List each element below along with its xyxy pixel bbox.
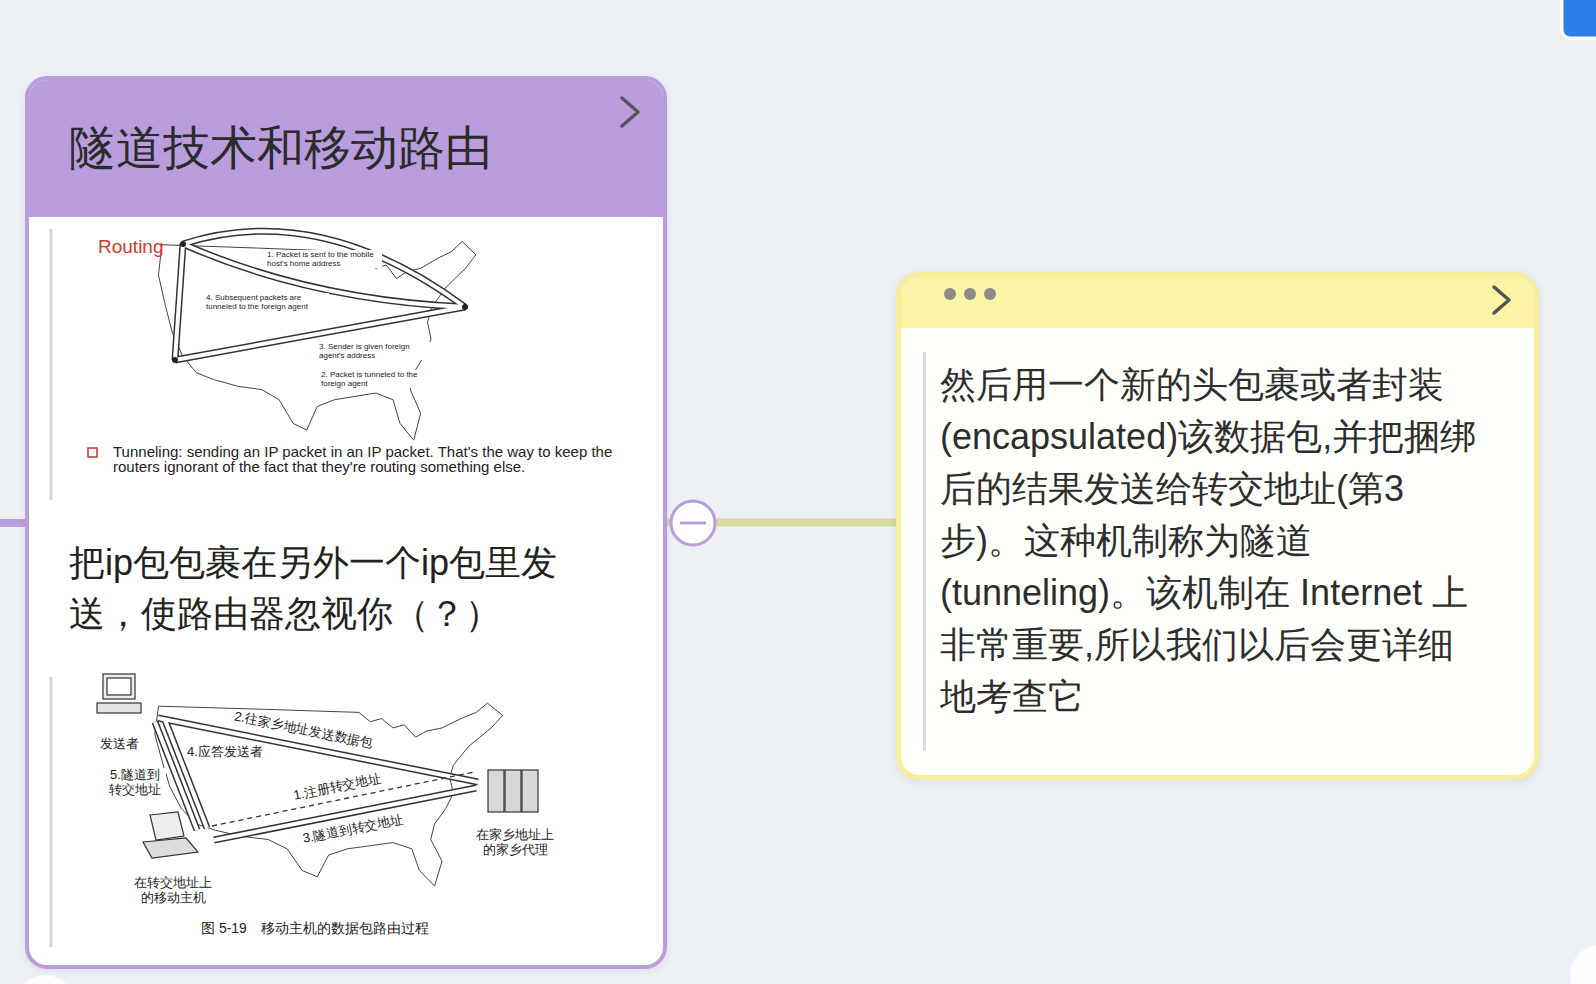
quote-bar	[50, 229, 53, 500]
card-body-text: 把ip包包裹在另外一个ip包里发送，使路由器忽视你（？）	[69, 537, 569, 639]
note-card: 然后用一个新的头包裹或者封装(encapsulated)该数据包,并把捆绑后的结…	[896, 272, 1539, 780]
corner-button	[1570, 945, 1596, 984]
note-body: 然后用一个新的头包裹或者封装(encapsulated)该数据包,并把捆绑后的结…	[923, 352, 1485, 751]
figure-label: 1.注册转交地址	[291, 771, 383, 804]
us-map-outline	[155, 703, 503, 886]
note-text: 然后用一个新的头包裹或者封装(encapsulated)该数据包,并把捆绑后的结…	[940, 359, 1485, 723]
route-band	[175, 244, 183, 360]
collapse-button	[671, 501, 715, 545]
computer-icon	[103, 674, 135, 699]
figure-label: 在家乡地址上的家乡代理	[472, 828, 558, 858]
computer-icon	[97, 703, 141, 713]
card-title: 隧道技术和移动路由	[69, 117, 492, 180]
route-band-inner	[175, 307, 465, 360]
corner-button	[15, 975, 75, 984]
menu-dots	[984, 288, 996, 300]
toolbar-tab	[1562, 0, 1596, 38]
figure-label: 图 5-19 移动主机的数据包路由过程	[200, 920, 430, 936]
figure-label: Routing	[97, 236, 165, 258]
collapse-minus	[680, 522, 706, 525]
us-map-outline	[158, 241, 475, 440]
menu-dots	[964, 288, 976, 300]
route-point	[462, 304, 468, 310]
edge-group	[667, 522, 896, 523]
us-map-outline	[155, 703, 503, 886]
route-point	[180, 241, 186, 247]
route-point	[172, 357, 178, 363]
figure-label: 3.隧道到转交地址	[301, 812, 406, 847]
figure-label: 4.应答发送者	[186, 745, 264, 760]
menu-dots	[944, 288, 996, 300]
computer-icon	[97, 674, 141, 713]
figure-label: 3. Sender is given foreign agent's addre…	[318, 342, 434, 360]
server-icon	[488, 770, 538, 812]
expand-chevron	[622, 98, 638, 126]
figure-label: 2. Packet is tunneled to the foreign age…	[320, 370, 444, 388]
us-map-outline	[158, 241, 475, 440]
route-band	[175, 231, 465, 360]
branch-connector	[667, 519, 896, 527]
menu-dots	[944, 288, 956, 300]
server-icon	[522, 770, 538, 812]
bullet-square	[88, 448, 97, 457]
figure-label: 5.隧道到转交地址	[104, 768, 166, 798]
laptop-icon	[143, 812, 198, 858]
server-icon	[488, 770, 504, 812]
topic-card: 隧道技术和移动路由把ip包包裹在另外一个ip包里发送，使路由器忽视你（？）	[25, 76, 667, 969]
figure-label: 1. Packet is sent to the mobile host's h…	[266, 250, 382, 268]
figure-label: 发送者	[99, 737, 140, 752]
note-header	[901, 277, 1534, 328]
route-band-inner	[165, 720, 207, 828]
figure-label: 在转交地址上的移动主机	[130, 876, 216, 906]
expand-chevron	[1494, 287, 1509, 313]
computer-icon	[107, 678, 131, 695]
route-band-inner	[175, 231, 465, 360]
route-band	[165, 720, 207, 828]
route-band	[175, 307, 465, 360]
server-icon	[505, 770, 521, 812]
figure-label: Tunneling: sending an IP packet in an IP…	[112, 444, 619, 474]
card-header: 隧道技术和移动路由	[29, 80, 663, 217]
parent-branch-line	[0, 519, 25, 527]
quote-bar	[50, 677, 53, 947]
route-band-inner	[175, 244, 183, 360]
laptop-icon	[143, 838, 198, 858]
figure-label: 4. Subsequent packets are tunneled to th…	[205, 293, 329, 311]
laptop-icon	[150, 812, 184, 840]
route-point	[172, 241, 468, 363]
